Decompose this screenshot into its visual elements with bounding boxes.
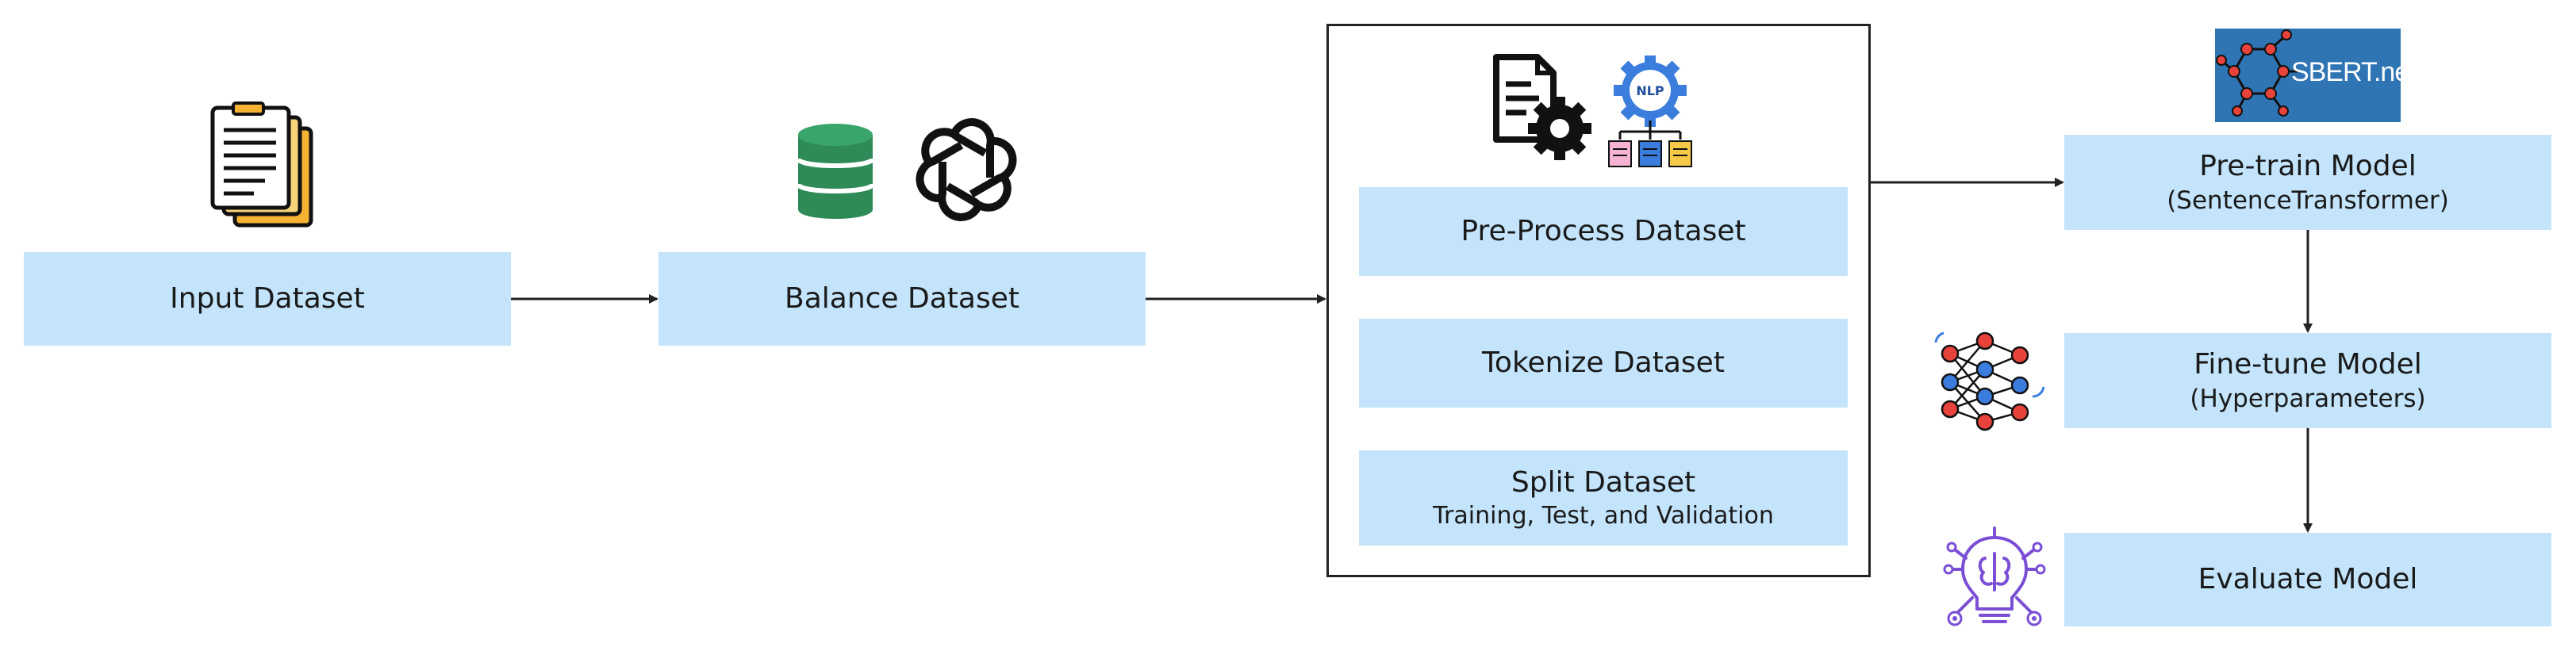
node-balance-dataset: Balance Dataset — [658, 252, 1146, 346]
sbert-logo-icon: SBERT.net — [2215, 29, 2401, 122]
node-tokenize-dataset: Tokenize Dataset — [1359, 319, 1848, 408]
node-label: Pre-train Model — [2199, 150, 2417, 182]
node-finetune-model: Fine-tune Model (Hyperparameters) — [2064, 333, 2551, 428]
nlp-label: NLP — [1636, 83, 1664, 98]
sbert-logo-text: SBERT.net — [2291, 57, 2401, 87]
database-icon — [796, 124, 875, 219]
node-label: Pre-Process Dataset — [1461, 215, 1746, 247]
nlp-gear-icon: NLP — [1608, 56, 1692, 167]
neural-network-icon — [1934, 331, 2045, 431]
openai-logo-icon — [916, 118, 1017, 221]
node-label: Input Dataset — [170, 282, 365, 315]
node-evaluate-model: Evaluate Model — [2064, 533, 2551, 626]
node-label: Fine-tune Model — [2194, 348, 2422, 381]
node-label: Split Dataset — [1511, 466, 1696, 499]
node-sublabel: Training, Test, and Validation — [1433, 502, 1774, 530]
node-input-dataset: Input Dataset — [24, 252, 511, 346]
node-pretrain-model: Pre-train Model (SentenceTransformer) — [2064, 135, 2551, 230]
node-label: Evaluate Model — [2198, 563, 2418, 595]
document-gear-icon — [1493, 54, 1591, 160]
ai-brain-bulb-icon — [1943, 526, 2046, 626]
node-preprocess-dataset: Pre-Process Dataset — [1359, 187, 1848, 276]
node-split-dataset: Split Dataset Training, Test, and Valida… — [1359, 450, 1848, 546]
node-sublabel: (Hyperparameters) — [2190, 385, 2426, 413]
node-label: Balance Dataset — [785, 282, 1019, 315]
document-stack-icon — [210, 101, 313, 228]
node-sublabel: (SentenceTransformer) — [2167, 186, 2449, 215]
node-label: Tokenize Dataset — [1482, 346, 1725, 379]
sbert-molecule-graphic — [2216, 29, 2298, 117]
